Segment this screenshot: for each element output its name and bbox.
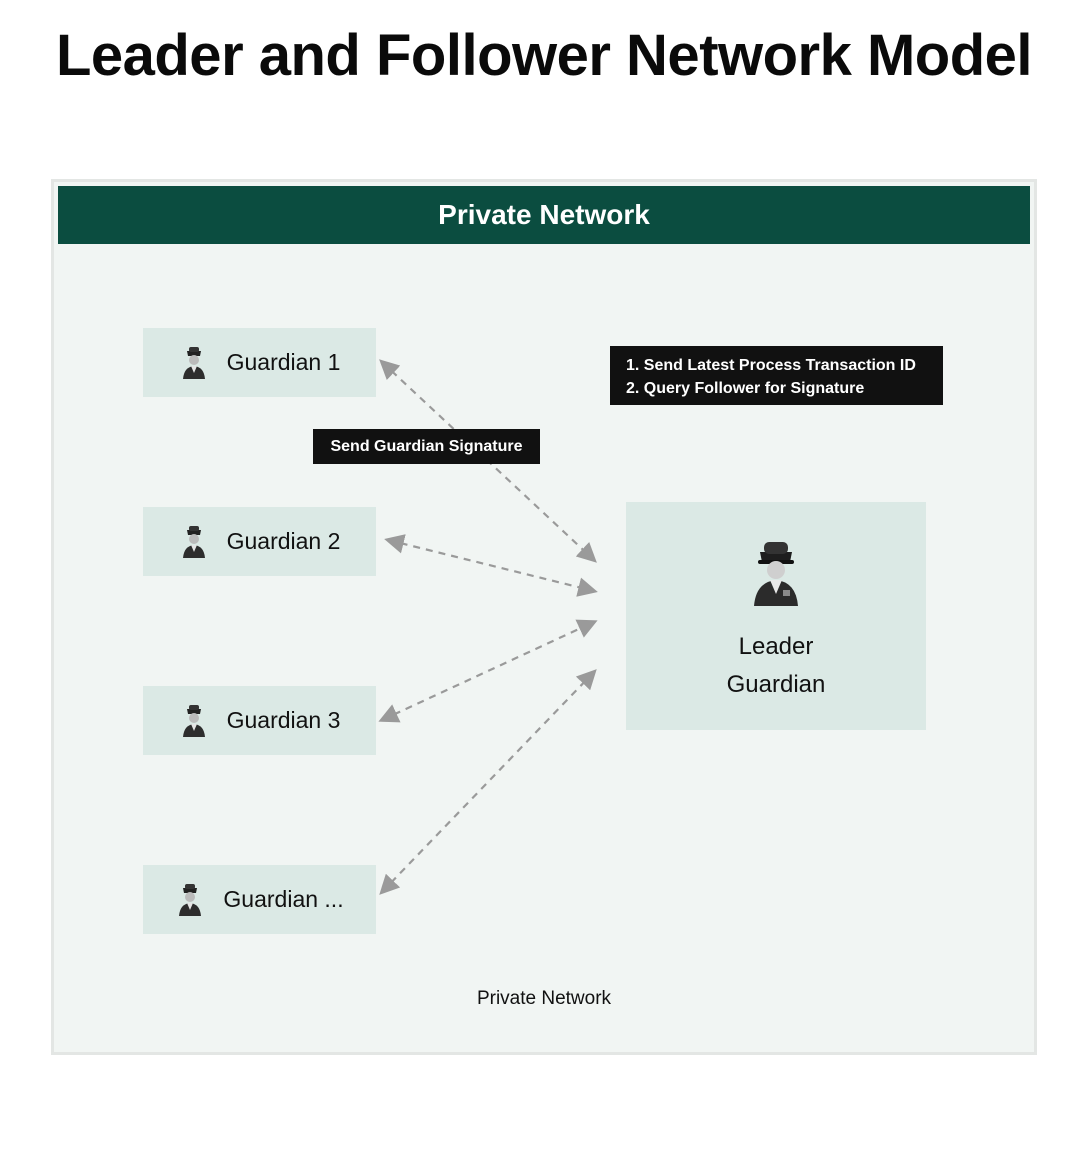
guardian-node-label: Guardian ... <box>223 886 344 912</box>
leader-label-line2: Guardian <box>726 671 826 698</box>
leader-guardian-node: Leader Guardian <box>626 502 926 730</box>
guardian-node-label: Guardian 1 <box>226 349 341 375</box>
leader-label-line1: Leader <box>738 633 814 660</box>
guardian-node-2: Guardian 2 <box>143 507 376 576</box>
leader-step-2: 2. Query Follower for Signature <box>626 380 865 397</box>
arrow-guardian-n <box>379 669 597 895</box>
guardian-node-3: Guardian 3 <box>143 686 376 755</box>
guardian-node-label: Guardian 2 <box>226 528 341 554</box>
arrow-guardian-2 <box>384 534 598 597</box>
guardian-person-icon <box>182 346 205 379</box>
private-network-footer-label: Private Network <box>476 988 612 1009</box>
leader-guardian-icon <box>754 542 798 606</box>
send-signature-callout: Send Guardian Signature <box>313 429 540 464</box>
guardian-node-n: Guardian ... <box>143 865 376 934</box>
leader-steps-callout: 1. Send Latest Process Transaction ID 2.… <box>610 346 943 405</box>
guardian-person-icon <box>182 704 205 737</box>
guardian-person-icon <box>182 525 205 558</box>
guardian-person-icon <box>179 883 202 916</box>
leader-step-1: 1. Send Latest Process Transaction ID <box>626 357 916 374</box>
page-title: Leader and Follower Network Model <box>55 23 1033 88</box>
arrow-guardian-3 <box>378 619 598 723</box>
guardian-node-label: Guardian 3 <box>226 707 341 733</box>
private-network-header: Private Network <box>58 186 1030 244</box>
guardian-node-1: Guardian 1 <box>143 328 376 397</box>
